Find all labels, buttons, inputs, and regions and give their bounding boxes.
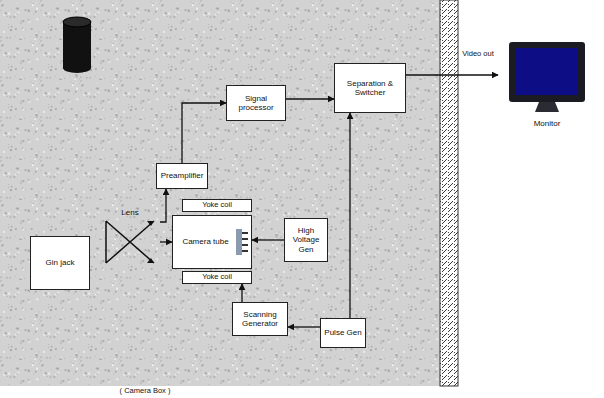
process-box: Gin jack: [30, 236, 90, 290]
lens-arrowheads: [147, 221, 154, 263]
camera-tube-box: Camera tube: [172, 215, 252, 269]
process-box: Scanning Generator: [232, 302, 288, 336]
signal-arrow: [286, 98, 334, 99]
process-box: Signal processor: [226, 85, 286, 121]
process-box: Preamplifier: [156, 163, 208, 189]
cylinder-bottom: [63, 63, 91, 73]
node-label: High Voltage Gen: [288, 226, 324, 254]
monitor-screen: [516, 48, 578, 95]
wall-band: [440, 0, 458, 386]
process-box: Separation & Switcher: [334, 63, 406, 113]
coil-bar: Yoke coil: [182, 271, 252, 284]
node-label: Pulse Gen: [324, 328, 361, 337]
cylinder-body: [63, 22, 91, 68]
lens-lines: [106, 221, 154, 263]
tube-pin: [242, 250, 248, 252]
node-label: Monitor: [534, 119, 561, 128]
tube-pin: [242, 238, 248, 240]
node-label: Preamplifier: [161, 171, 204, 180]
cylinder-figure: [63, 17, 91, 73]
tube-pins: [236, 229, 248, 255]
process-box: High Voltage Gen: [284, 218, 328, 262]
node-label: Separation & Switcher: [338, 79, 402, 97]
tube-pin: [242, 232, 248, 234]
lens-symbol: Lens: [100, 208, 160, 272]
monitor-display: Monitor: [498, 36, 596, 132]
signal-arrow: [160, 241, 172, 242]
node-label: Scanning Generator: [236, 310, 284, 328]
node-label: Yoke coil: [202, 201, 232, 209]
monitor-stand: [535, 102, 559, 112]
signal-arrow: [406, 74, 498, 75]
coil-bar: Yoke coil: [182, 199, 252, 212]
tube-socket: [236, 229, 242, 255]
process-box: Pulse Gen: [320, 318, 366, 348]
node-label: Lens: [121, 208, 138, 217]
camera-housing-ground: [0, 0, 440, 386]
monitor-case: [509, 42, 585, 102]
signal-arrow: [241, 284, 242, 302]
signal-arrow: [160, 189, 166, 222]
node-label: Gin jack: [46, 258, 75, 267]
tube-pin: [242, 244, 248, 246]
lens-figure: [100, 219, 160, 265]
signal-arrow: [349, 113, 350, 318]
monitor-figure: [505, 40, 589, 116]
cylinder-top: [63, 17, 91, 27]
signal-arrow: [182, 103, 226, 163]
edge-label: Video out: [460, 50, 496, 59]
caption-label: ( Camera Box ): [90, 387, 200, 396]
signal-arrow: [252, 239, 284, 240]
node-label: Yoke coil: [202, 273, 232, 281]
node-label: Signal processor: [230, 94, 282, 112]
signal-arrow: [288, 326, 320, 327]
node-label: Camera tube: [182, 237, 228, 246]
